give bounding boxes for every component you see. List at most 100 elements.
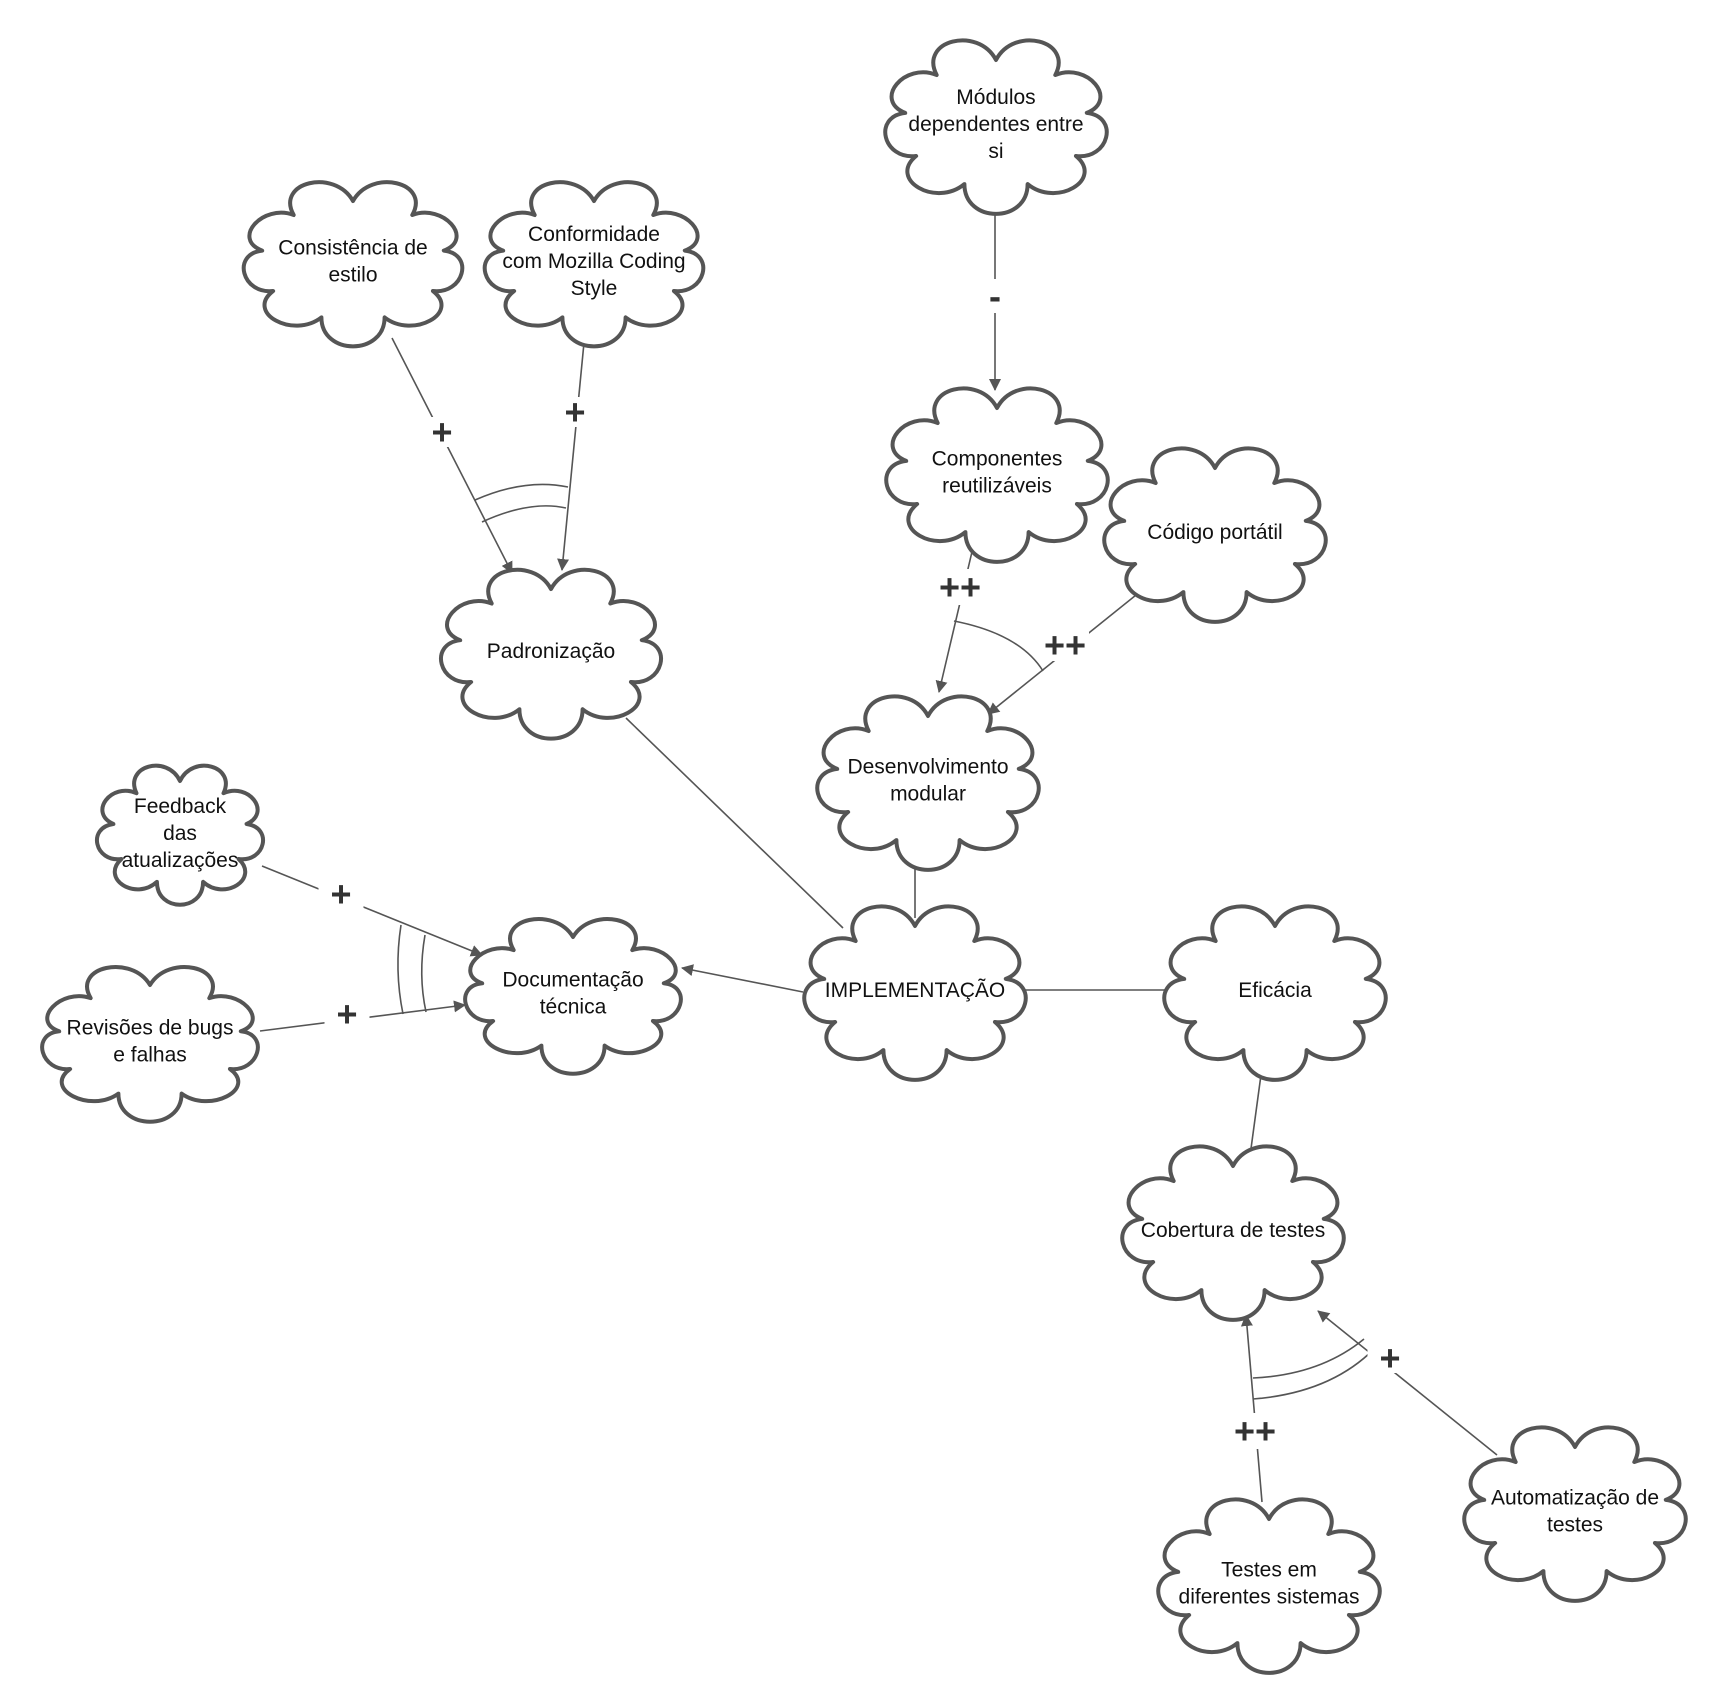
edge-feedback-to-documentacao [261,865,483,957]
edge-label-revisoes-to-documentacao: + [324,994,370,1035]
contribution-label: ++ [1044,625,1086,666]
edge-label-testes-sistemas-to-cobertura: ++ [1228,1411,1282,1452]
cloud-node-revisoes[interactable]: Revisões de bugs e falhas [40,965,260,1124]
or-arc-desenvolvimento [953,620,1044,672]
edge-componentes-to-desenvolvimento [935,538,976,693]
cloud-node-codigo-portatil[interactable]: Código portátil [1102,446,1328,624]
cloud-shape [1462,1425,1688,1603]
cloud-node-label: IMPLEMENTAÇÃO [825,978,1005,1002]
contribution-label: + [564,392,585,433]
edge-label-conformidade-to-padronizacao: + [552,392,598,433]
and-arc-outer-padronizacao [474,483,569,501]
cloud-shape [1156,1497,1382,1675]
cloud-shape [482,180,706,349]
cloud-node-label: Módulos [956,86,1035,109]
edge-label-background [933,569,987,605]
edge-implementacao-to-padronizacao [625,717,844,929]
contribution-label: + [1379,1338,1400,1379]
cloud-node-feedback[interactable]: Feedback das atualizações [95,763,265,907]
cloud-node-label: Feedback [134,795,227,818]
cloud-node-label: Componentes [932,448,1063,471]
decomposition-arcs [397,483,1375,1400]
cloud-shape [802,904,1028,1082]
cloud-shape [1102,446,1328,624]
edge-label-background [419,417,465,447]
edge-label-background [1367,1343,1413,1373]
nodes-layer: Consistência de estilo Conformidade com Moz… [40,38,1688,1675]
cloud-node-label: com Mozilla Coding [502,250,685,273]
cloud-node-automatizacao[interactable]: Automatização de testes [1462,1425,1688,1603]
cloud-node-consistencia[interactable]: Consistência de estilo [241,180,465,349]
edge-label-componentes-to-desenvolvimento: ++ [933,567,987,608]
cloud-shape [1120,1144,1346,1322]
cloud-node-label: Automatização de [1491,1487,1659,1510]
and-arc-outer-cobertura [1252,1338,1365,1379]
cloud-shape [1162,904,1388,1082]
edge-labels-layer: ++-+++++++++ [318,276,1413,1452]
cloud-node-desenvolvimento[interactable]: Desenvolvimento modular [815,694,1041,872]
cloud-node-modulos[interactable]: Módulos dependentes entre si [883,38,1109,216]
edge-label-modulos-to-componentes: - [969,276,1021,317]
cloud-node-label: Testes em [1221,1559,1317,1582]
cloud-node-label: Padronização [487,640,615,663]
cloud-node-padronizacao[interactable]: Padronização [439,567,663,741]
edge-implementacao-to-documentacao [681,964,804,993]
edges-layer [259,206,1498,1503]
cloud-node-label: dependentes entre [908,113,1083,136]
contribution-label: ++ [1234,1411,1276,1452]
cloud-shape [883,38,1109,216]
contribution-label: + [330,874,351,915]
cloud-node-label: modular [890,783,966,806]
cloud-shape [815,694,1041,872]
cloud-node-label: Cobertura de testes [1141,1219,1325,1242]
cloud-shape [439,567,663,741]
and-arc-inner-padronizacao [481,505,567,523]
cloud-shape [884,386,1110,564]
cloud-node-label: Código portátil [1147,521,1282,544]
contribution-label: + [336,994,357,1035]
and-arc-inner-cobertura [1252,1348,1375,1400]
cloud-node-implementacao[interactable]: IMPLEMENTAÇÃO [802,904,1028,1082]
cloud-node-label: das [163,822,197,845]
contribution-label: - [989,276,1001,317]
cloud-node-label: Conformidade [528,223,660,246]
cloud-node-label: Style [571,277,618,300]
cloud-node-label: Eficácia [1238,979,1312,1002]
cloud-node-label: si [988,140,1003,163]
cloud-node-label: estilo [328,264,377,287]
edge-label-background [1041,629,1089,661]
contribution-label: ++ [939,567,981,608]
cloud-shape [95,763,265,907]
and-arc-inner-documentacao [420,934,427,1013]
and-arc-outer-documentacao [397,924,404,1015]
cloud-node-eficacia[interactable]: Eficácia [1162,904,1388,1082]
edge-automatizacao-to-cobertura [1317,1310,1498,1456]
edge-label-background [552,397,598,427]
edge-consistencia-to-padronizacao [391,337,513,574]
cloud-node-label: Documentação [502,969,643,992]
cloud-node-label: e falhas [113,1044,187,1067]
cloud-node-cobertura[interactable]: Cobertura de testes [1120,1144,1346,1322]
edge-label-automatizacao-to-cobertura: + [1367,1338,1413,1379]
cloud-node-label: Consistência de [278,237,427,260]
edge-testes-sistemas-to-cobertura [1240,1314,1263,1503]
edge-label-background [969,279,1021,313]
cloud-node-documentacao[interactable]: Documentação técnica [463,917,683,1076]
cloud-shape [241,180,465,349]
edge-label-consistencia-to-padronizacao: + [419,412,465,453]
edge-label-background [1228,1413,1282,1449]
cloud-shape [40,965,260,1124]
cloud-node-label: testes [1547,1514,1603,1537]
cloud-node-label: técnica [540,996,607,1019]
cloud-node-label: atualizações [122,849,239,872]
cloud-node-label: Desenvolvimento [847,756,1008,779]
cloud-node-label: Revisões de bugs [67,1017,234,1040]
cloud-node-testes-sistemas[interactable]: Testes em diferentes sistemas [1156,1497,1382,1675]
cloud-node-label: diferentes sistemas [1179,1586,1360,1609]
edge-label-codigo-portatil-to-desenvolvimento: ++ [1041,625,1089,666]
edge-conformidade-to-padronizacao [557,321,587,571]
edge-label-background [324,999,370,1029]
